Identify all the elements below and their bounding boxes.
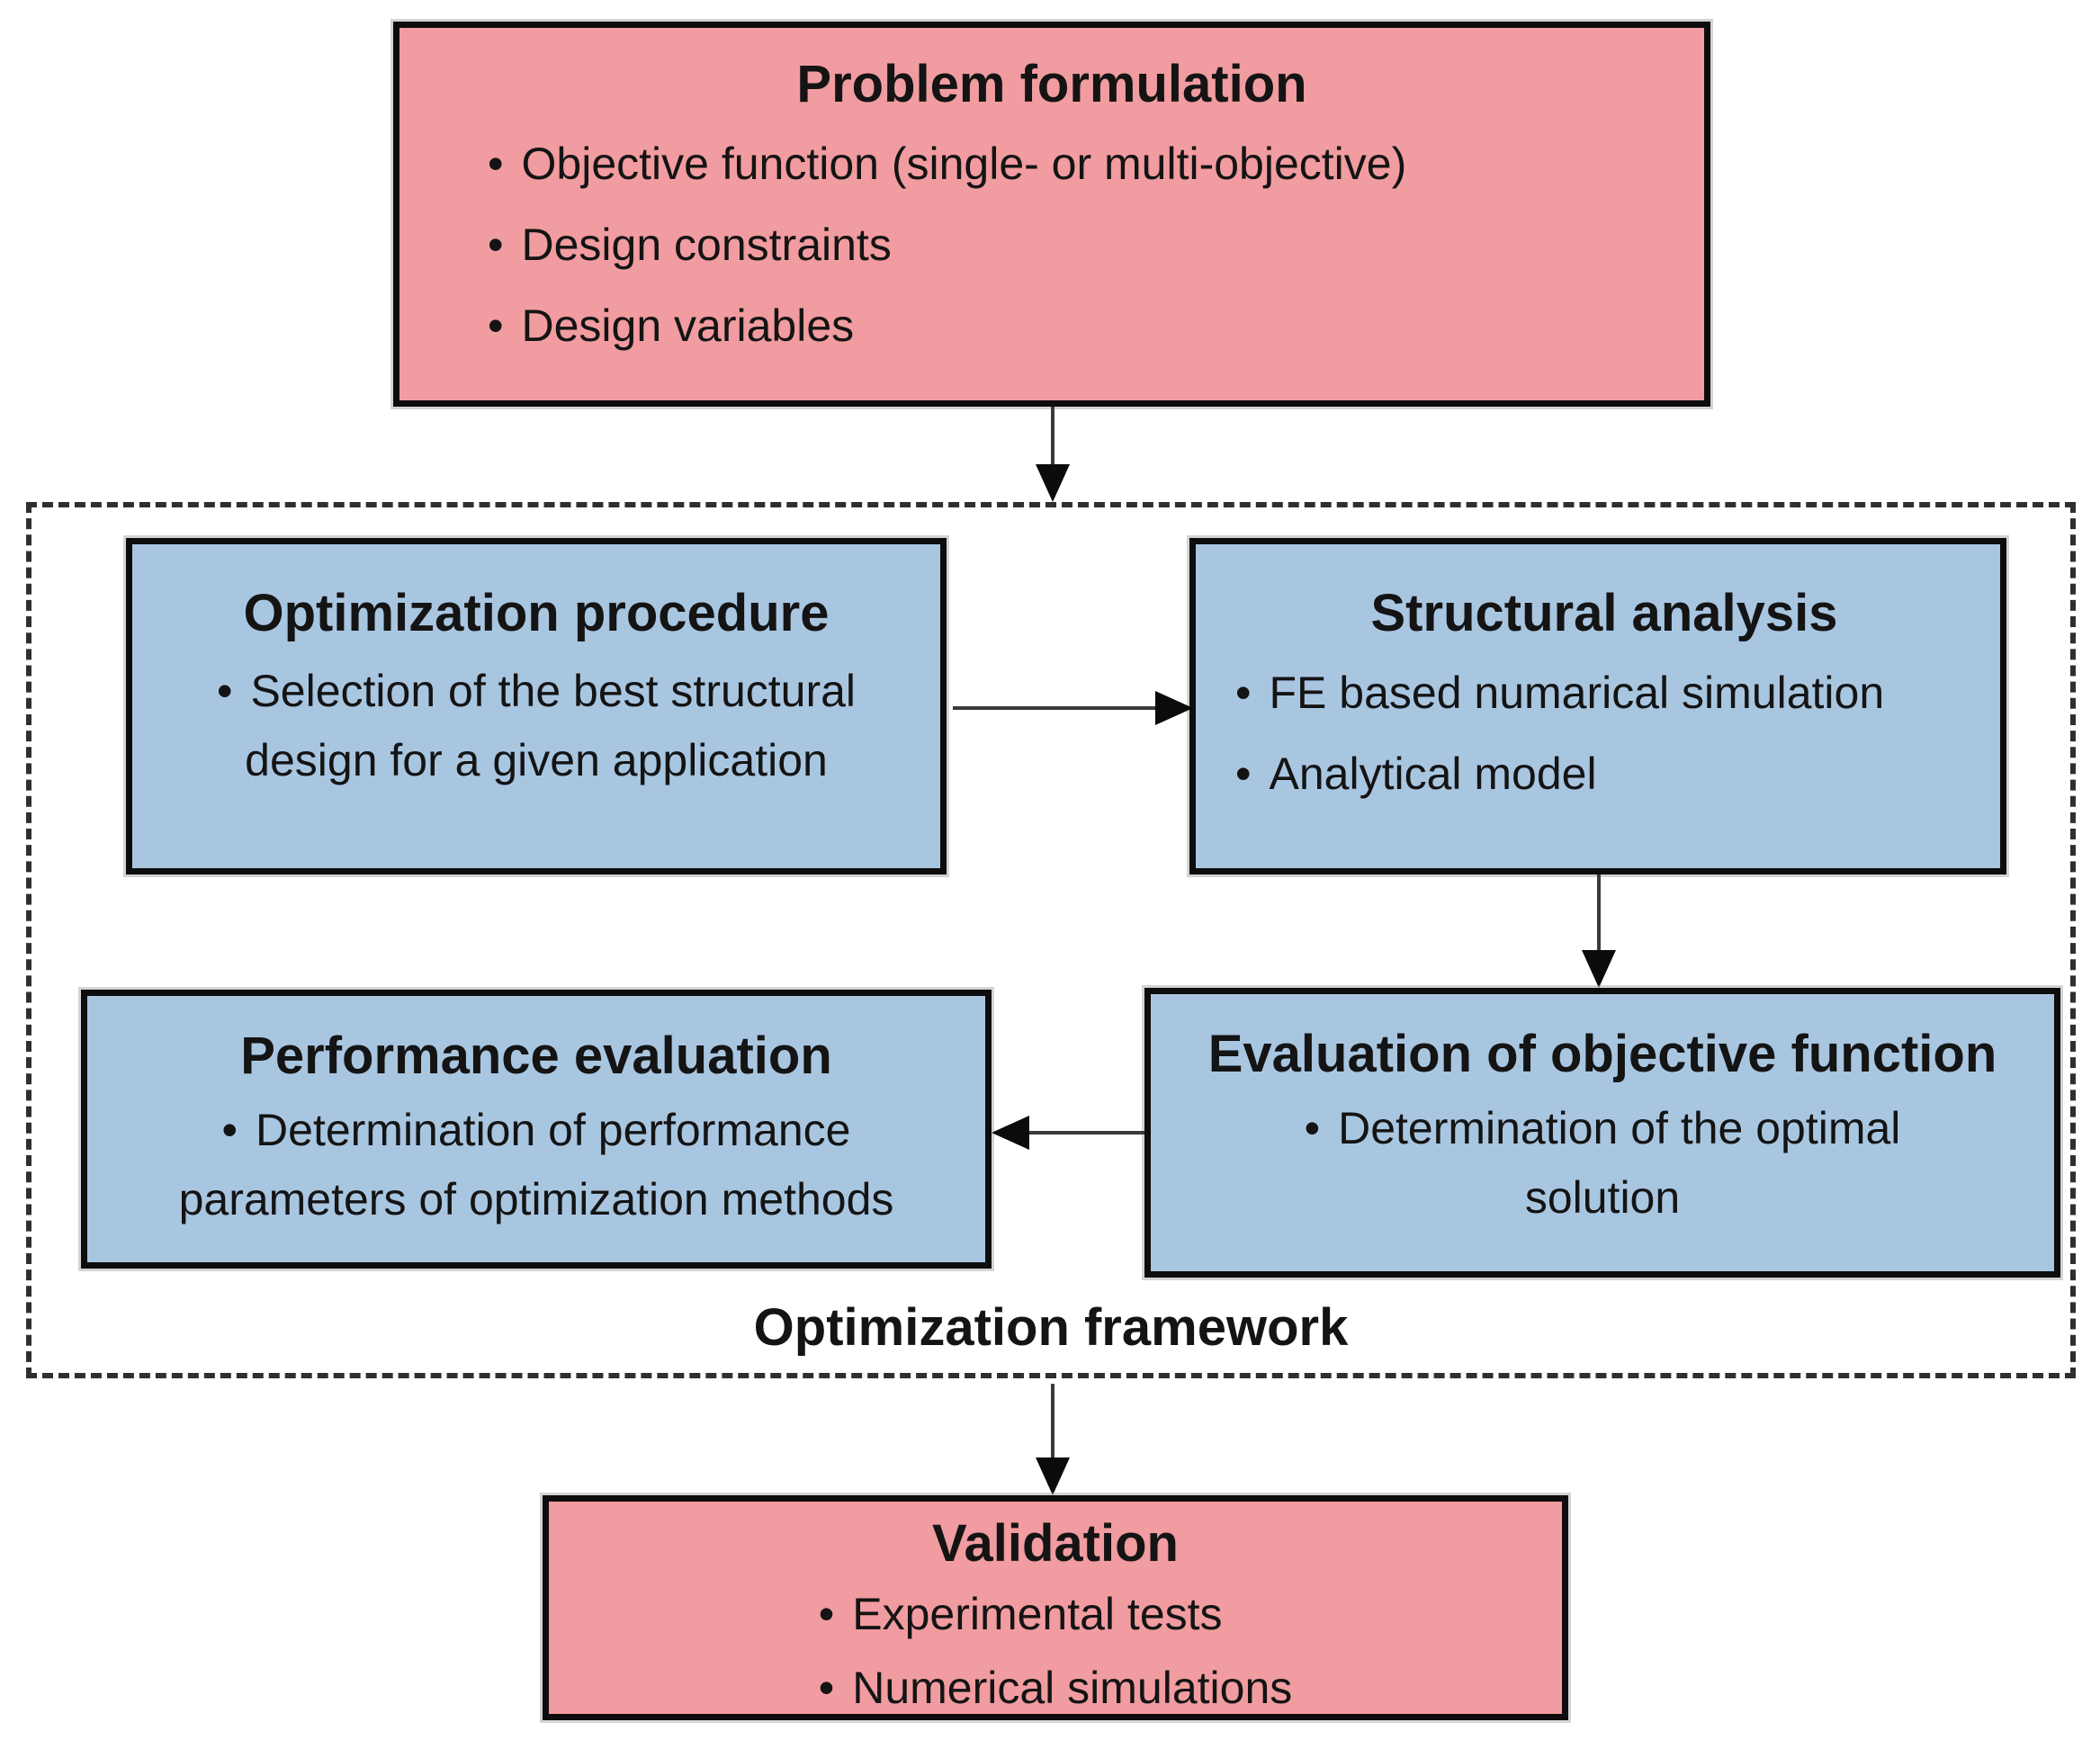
bullet-item: Design variables xyxy=(488,299,1668,353)
bullet-item: FE based numarical simulation xyxy=(1235,666,1973,720)
bullet-item: Experimental tests xyxy=(819,1587,1293,1641)
evaluation-objective-function-title: Evaluation of objective function xyxy=(1207,1025,1997,1083)
performance-evaluation-title: Performance evaluation xyxy=(240,1027,832,1085)
bullet-item: Design constraints xyxy=(488,218,1668,272)
arrow-stem xyxy=(1026,1131,1144,1135)
bullet-item: Objective function (single- or multi-obj… xyxy=(488,137,1668,191)
structural-analysis-title: Structural analysis xyxy=(1370,584,1838,642)
problem-formulation-bullets: Objective function (single- or multi-obj… xyxy=(435,137,1668,353)
structural-analysis-bullets: FE based numarical simulation Analytical… xyxy=(1235,666,1973,801)
bullet-item: Selection of the best structural design … xyxy=(176,657,896,796)
evaluation-objective-function-box: Evaluation of objective function Determi… xyxy=(1144,988,2060,1278)
arrow-head-down-icon xyxy=(1582,950,1616,988)
arrow-stem xyxy=(1051,1384,1054,1459)
optimization-procedure-box: Optimization procedure Selection of the … xyxy=(126,538,947,874)
problem-formulation-box: Problem formulation Objective function (… xyxy=(393,22,1710,407)
arrow-head-down-icon xyxy=(1036,464,1070,502)
arrow-head-down-icon xyxy=(1036,1457,1070,1495)
problem-formulation-title: Problem formulation xyxy=(796,55,1307,113)
arrow-stem xyxy=(953,706,1160,710)
arrow-head-left-icon xyxy=(992,1116,1029,1150)
bullet-item: Determination of the optimal solution xyxy=(1261,1094,1944,1233)
bullet-item: Analytical model xyxy=(1235,747,1973,801)
optimization-framework-container xyxy=(26,502,2076,1378)
validation-bullets: Experimental tests Numerical simulations xyxy=(819,1587,1293,1715)
optimization-procedure-title: Optimization procedure xyxy=(243,584,830,642)
validation-title: Validation xyxy=(932,1514,1179,1573)
arrow-stem xyxy=(1597,874,1601,954)
bullet-item: Numerical simulations xyxy=(819,1661,1292,1715)
optimization-framework-label: Optimization framework xyxy=(753,1298,1349,1357)
bullet-item: Determination of performance parameters … xyxy=(109,1096,964,1235)
structural-analysis-box: Structural analysis FE based numarical s… xyxy=(1189,538,2006,874)
arrow-stem xyxy=(1051,407,1054,468)
arrow-head-right-icon xyxy=(1155,691,1193,725)
validation-box: Validation Experimental tests Numerical … xyxy=(543,1495,1568,1720)
performance-evaluation-box: Performance evaluation Determination of … xyxy=(81,990,992,1269)
